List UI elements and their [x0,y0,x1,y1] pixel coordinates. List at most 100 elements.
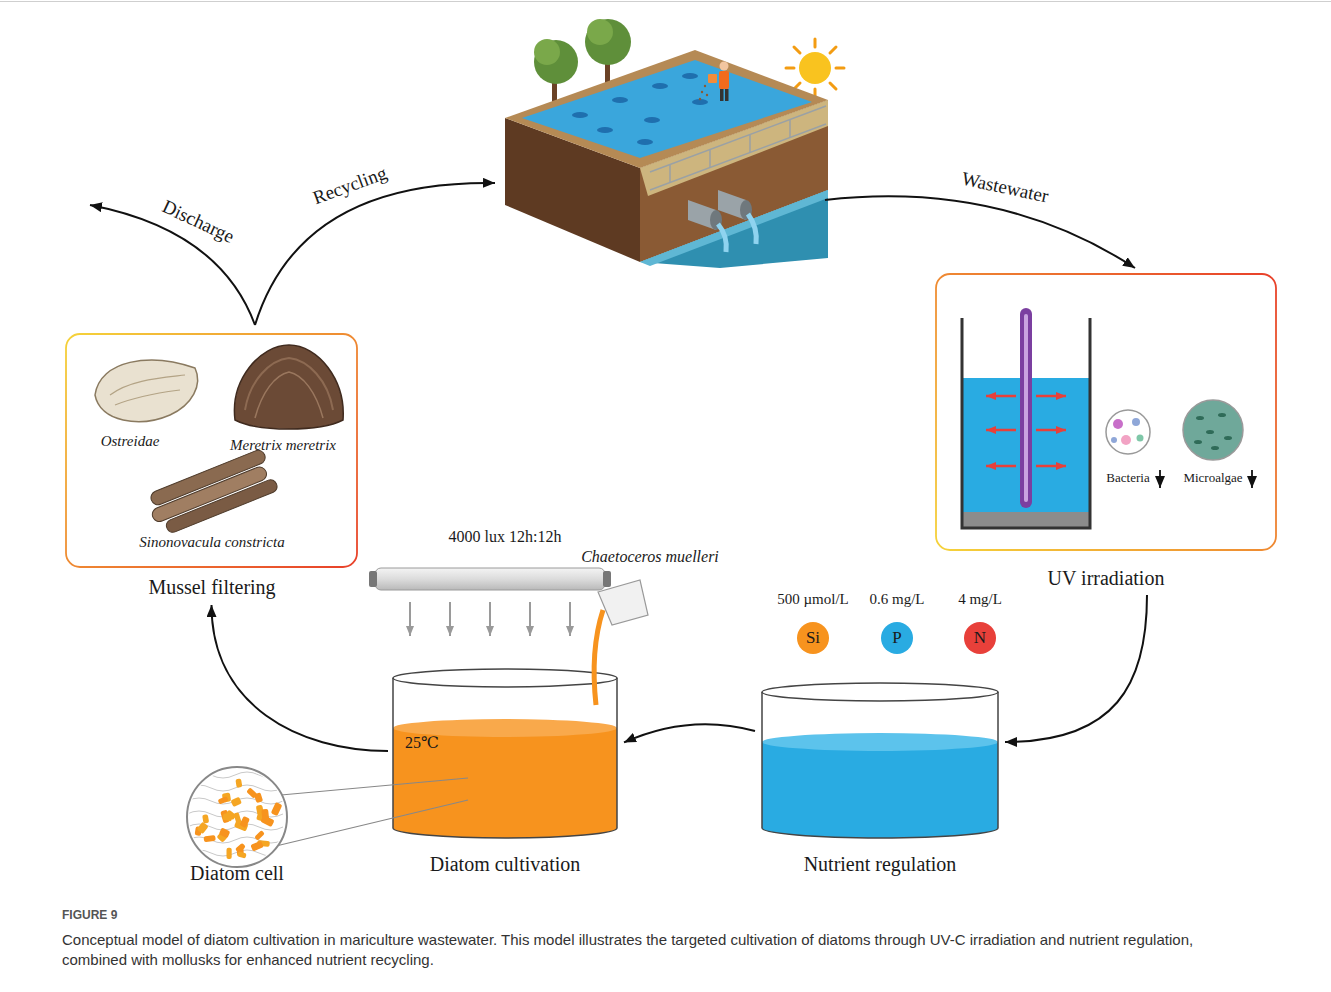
light-source-part-part [529,602,531,636]
nutrient-badge: Si500 µmol/L [771,590,855,656]
diatom-cell-callout: Diatom cell [172,765,302,887]
uv-reactor-illustration-part-part [1218,413,1226,417]
diatom-cell-zoom-part [187,772,283,859]
diatom-beaker-part [594,610,603,705]
flow-label: Recycling [310,162,390,210]
pond-illustration-part-part [612,97,628,103]
uv-reactor-illustration [962,308,1252,528]
light-source-part-part [569,602,571,636]
pond-illustration-part [587,19,613,45]
diatom-cell-zoom-part-part [235,778,242,787]
diatom-cell-zoom-part [276,800,468,846]
diatom-cell-zoom-part-part [260,815,274,827]
flow-arrows [90,183,1135,325]
uv-irradiation-panel: BacteriaMicroalgaeUV irradiation [935,273,1277,595]
concentration-value: 4 mg/L [958,590,1002,608]
pond-illustration-part-part [650,124,826,190]
pond-illustration [505,19,828,268]
diatom-cell-zoom-part-part [187,772,283,778]
diatom-beaker-part [598,580,648,625]
diatom-cell-zoom-part-part [219,828,231,839]
uv-reactor-illustration-part-part [986,465,1016,468]
diatom-cell-zoom-part-part [254,830,265,841]
uv-reactor-illustration-part-part [1194,440,1202,444]
pond-illustration-part [725,89,729,101]
species-name: Chaetoceros muelleri [581,547,719,566]
uv-reactor-illustration-part-part [1211,446,1219,450]
light-source-part [410,602,570,636]
uv-reactor-illustration-part [1020,308,1032,508]
pond-illustration-part [708,74,717,83]
diatom-cell-zoom-part-part [233,812,241,824]
uv-reactor-illustration-part [1132,418,1140,426]
step-heading: Diatom cultivation [430,852,581,876]
nutrient-beaker-part [762,692,998,838]
species-name: Meretrix meretrix [230,436,336,454]
light-source-part-part [409,602,411,636]
uv-reactor-illustration-part-part [1196,416,1204,420]
light-source-part [369,571,377,587]
uv-reactor-illustration-part [1106,410,1150,454]
uv-reactor-illustration-part [986,396,1066,466]
uv-reactor-illustration-part-part [1206,430,1214,434]
concentration-value: 0.6 mg/L [870,590,925,608]
diatom-cell-zoom-part-part [197,822,209,834]
uv-reactor-illustration-part [1113,419,1123,429]
flow-arrow [212,605,389,751]
diatom-beaker-part [393,669,617,687]
uv-reactor-illustration-part [962,512,1090,528]
element-symbol: N [974,628,986,648]
uv-reactor-illustration-part [1111,437,1117,443]
pond-illustration-part [640,190,828,268]
element-symbol: P [892,628,901,648]
figure-caption: Conceptual model of diatom cultivation i… [62,930,1222,969]
panel-outline [66,334,357,567]
uv-reactor-illustration-part [1137,435,1144,442]
pond-illustration-part-part [637,139,653,145]
flow-arrows-part [825,196,1135,268]
nutrient-regulation-step: Nutrient regulation [755,680,1005,880]
shell-illustrations-part [234,345,343,429]
flow-label: Discharge [158,195,237,248]
diatom-beaker [393,580,648,838]
shell-illustrations-part-part [165,478,279,534]
sun-part-part [786,67,794,70]
diatom-cell-zoom-part-part [250,841,263,852]
pond-illustration-part-part [572,112,588,118]
flow-arrows-part [255,183,495,325]
pond-illustration-part [699,85,708,100]
nutrient-circle: N [964,622,996,654]
diatom-cell-zoom-part-part [202,814,209,823]
pond-illustration-part [719,71,729,89]
pond-illustration-part [718,224,726,252]
shell-illustrations-part [95,360,198,421]
sun-part [799,52,831,84]
pond-illustration-part-part [644,117,660,123]
pond-illustration-part [720,62,729,71]
diatom-cell-zoom-part-part [271,802,283,816]
diatom-beaker-part [393,678,617,838]
nutrient-beaker-part [762,742,998,838]
uv-reactor-illustration-part-part [1251,470,1253,488]
pond-illustration-part [650,106,826,190]
diatom-cell-zoom-part-part [230,797,242,808]
sun-part-part [830,83,836,89]
shell-illustrations-part [110,375,185,405]
uv-reactor-illustration-part-part [1036,429,1066,432]
diatom-cell-zoom-part-part [227,848,232,859]
flow-label: Wastewater [960,168,1051,209]
shell-illustrations [95,345,343,538]
diatom-beaker-part [393,728,617,838]
nutrient-badge: N 4 mg/L [938,590,1022,656]
uv-reactor-illustration-part-part [1159,470,1161,488]
uv-reactor-illustration-part [1024,314,1028,502]
uv-reactor-illustration-part [1183,400,1243,460]
pond-illustration-part [572,73,708,145]
temperature-label: 25℃ [405,733,439,752]
pond-illustration-part-part [699,98,701,100]
diatom-cell-zoom-part [187,767,287,867]
pond-illustration-part-part [650,106,826,172]
pond-illustration-part-part [704,85,706,87]
